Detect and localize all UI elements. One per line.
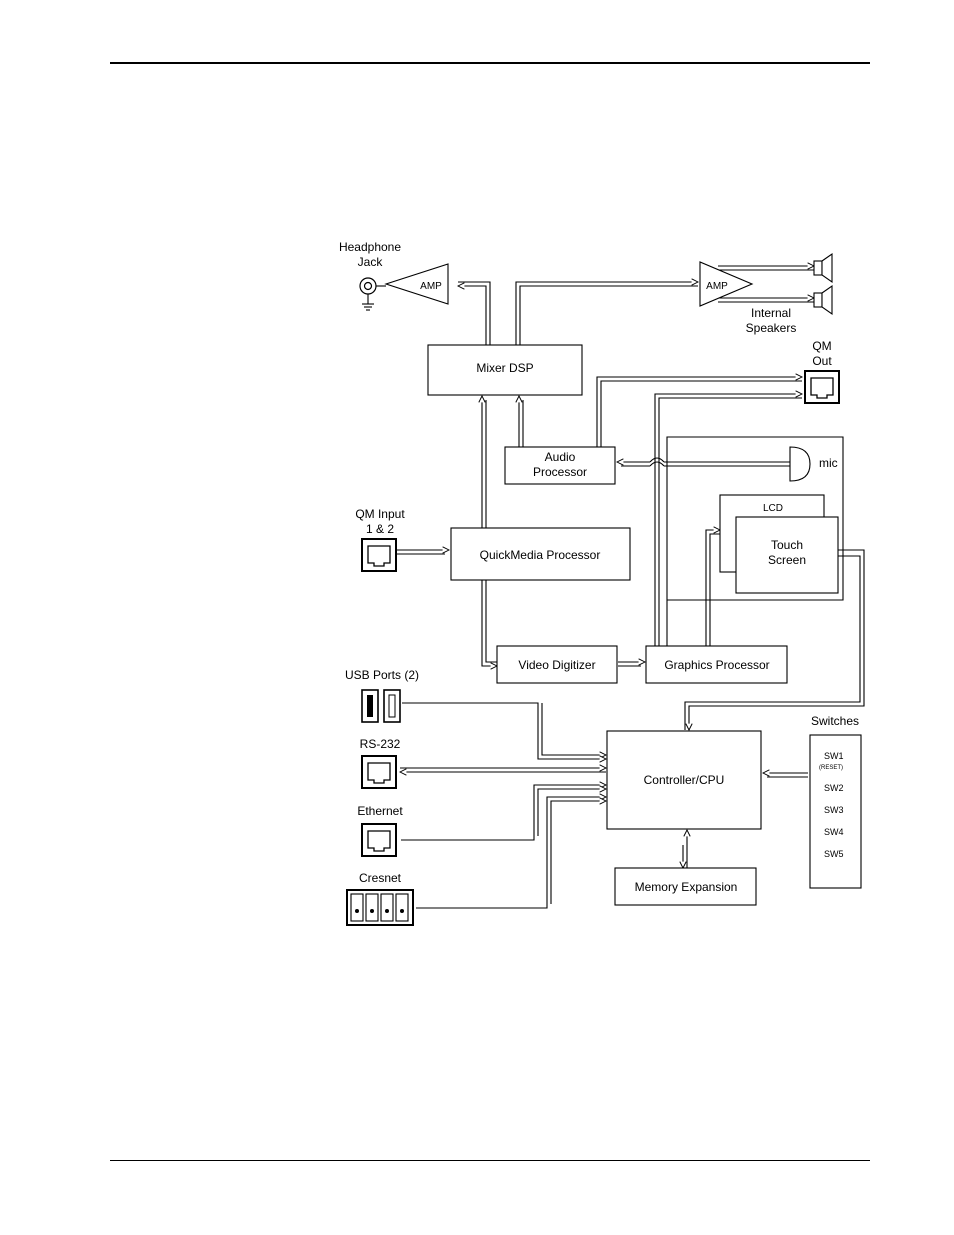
- controller-cpu-label: Controller/CPU: [644, 773, 725, 787]
- amp-left: AMP: [386, 264, 448, 304]
- usb-ports-label: USB Ports (2): [345, 668, 419, 682]
- amp-right: AMP: [700, 262, 752, 306]
- audio-processor-block: Audio Processor: [505, 447, 615, 484]
- switch-label: SW4: [824, 827, 844, 837]
- switch-reset-note: (RESET): [819, 765, 843, 771]
- qm-out-jack-icon: [805, 371, 839, 403]
- audio-processor-label: Audio: [545, 450, 576, 464]
- rs232-label: RS-232: [360, 737, 401, 751]
- cresnet-connector-icon: [347, 890, 413, 925]
- headphone-label-2: Jack: [358, 255, 384, 269]
- lcd-label: LCD: [763, 503, 783, 514]
- qm-input-label: QM Input: [355, 507, 405, 521]
- mixer-dsp-block: Mixer DSP: [428, 345, 582, 395]
- switches-block: SW1 (RESET) SW2 SW3 SW4 SW5: [810, 735, 861, 888]
- controller-cpu-block: Controller/CPU: [607, 731, 761, 829]
- wire-crossovers: [650, 456, 664, 472]
- switch-label: SW5: [824, 849, 844, 859]
- audio-processor-label-2: Processor: [533, 465, 587, 479]
- speaker-icon: [814, 254, 832, 314]
- touch-screen-label: Touch: [771, 538, 803, 552]
- qm-input-label-2: 1 & 2: [366, 522, 394, 536]
- mic-label: mic: [819, 456, 838, 470]
- switch-label: SW1: [824, 751, 844, 761]
- usb-port-icon: [362, 690, 400, 722]
- qm-out-label-2: Out: [812, 354, 832, 368]
- video-digitizer-block: Video Digitizer: [497, 646, 617, 683]
- video-digitizer-label: Video Digitizer: [518, 658, 595, 672]
- touch-screen-block: Touch Screen: [736, 517, 838, 593]
- ethernet-label: Ethernet: [357, 804, 403, 818]
- headphone-jack: Headphone Jack: [339, 240, 401, 310]
- graphics-processor-label: Graphics Processor: [664, 658, 769, 672]
- mic-icon: [790, 447, 810, 481]
- mixer-dsp-label: Mixer DSP: [476, 361, 533, 375]
- quickmedia-processor-label: QuickMedia Processor: [480, 548, 601, 562]
- internal-speakers-label: Internal: [751, 306, 791, 320]
- switch-label: SW3: [824, 805, 844, 815]
- rs232-jack-icon: [362, 756, 396, 788]
- amp-left-label: AMP: [420, 281, 442, 292]
- memory-expansion-block: Memory Expansion: [615, 868, 756, 905]
- switches-title: Switches: [811, 714, 859, 728]
- headphone-label: Headphone: [339, 240, 401, 254]
- memory-expansion-label: Memory Expansion: [635, 880, 738, 894]
- graphics-processor-block: Graphics Processor: [646, 646, 787, 683]
- qm-input-jack-icon: [362, 539, 396, 571]
- internal-speakers-label-2: Speakers: [746, 321, 797, 335]
- ethernet-jack-icon: [362, 824, 396, 856]
- cresnet-label: Cresnet: [359, 871, 402, 885]
- touch-screen-label-2: Screen: [768, 553, 806, 567]
- amp-right-label: AMP: [706, 281, 728, 292]
- switch-label: SW2: [824, 783, 844, 793]
- qm-out-label: QM: [812, 339, 831, 353]
- quickmedia-processor-block: QuickMedia Processor: [451, 528, 630, 580]
